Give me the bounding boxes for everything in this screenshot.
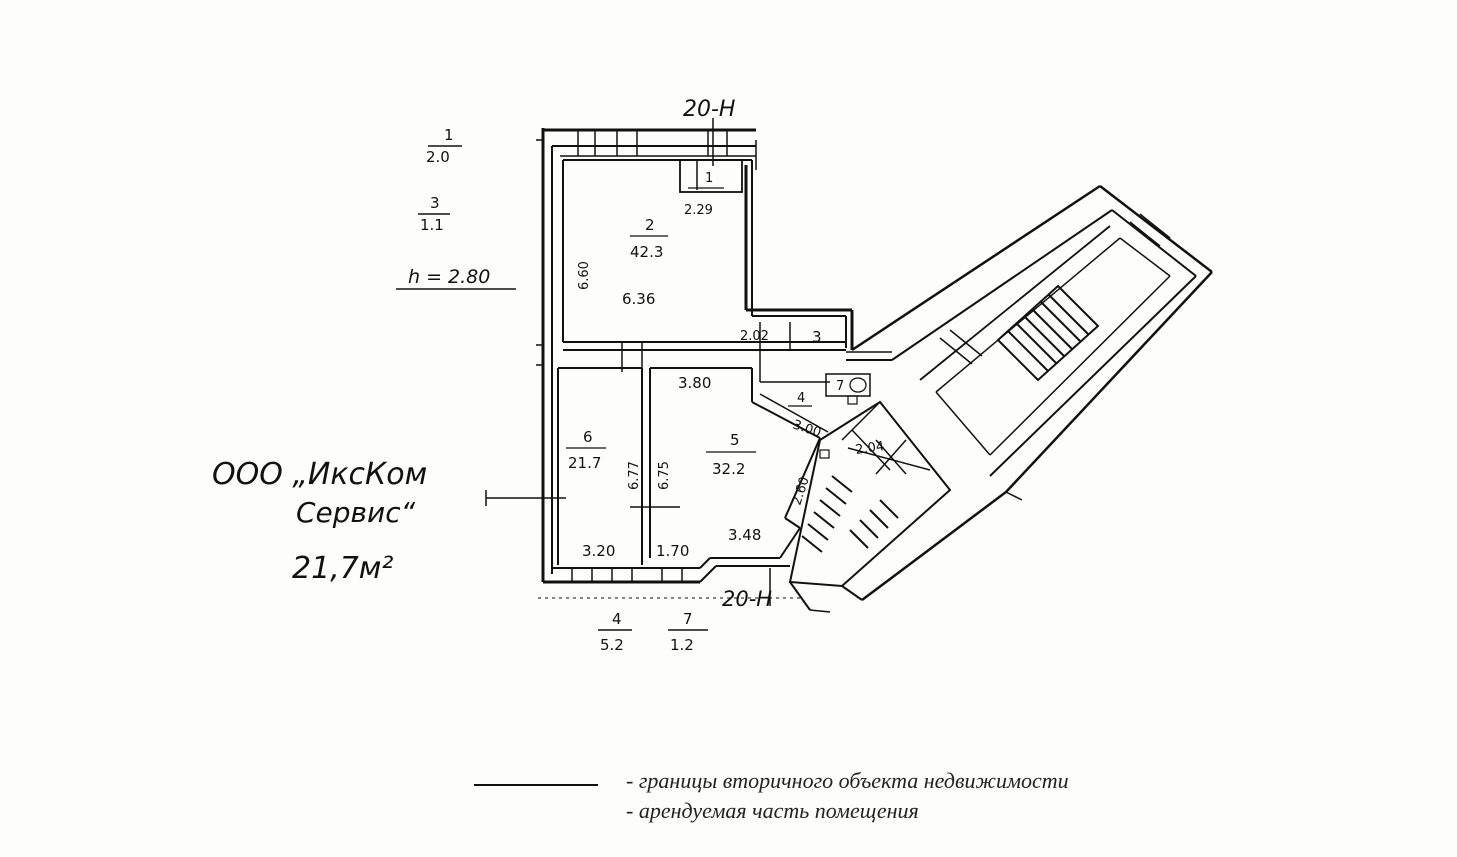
fraction-denominator: 5.2	[600, 636, 624, 654]
room-area: 32.2	[712, 460, 745, 478]
dimension-corridor-bottom: 1.70	[656, 542, 689, 560]
room-6-label: 6 21.7	[566, 428, 606, 472]
legend-item-label: - границы вторичного объекта недвижимост…	[626, 768, 1069, 793]
side-fraction-4: 4 5.2	[598, 610, 632, 654]
staircase-wing	[788, 184, 1213, 613]
legend-item-label: - арендуемая часть помещения	[626, 798, 919, 823]
tenant-note: ООО „ИксКом Сервис“ 21,7м²	[212, 457, 566, 586]
room-number: 1	[705, 171, 713, 186]
fraction-denominator: 1.1	[420, 216, 444, 234]
room-number: 3	[812, 328, 822, 346]
room-number: 6	[583, 428, 593, 446]
room-4-label: 4 3.00	[788, 391, 823, 441]
room-5-label: 5 32.2	[706, 431, 756, 478]
tenant-note-line3: 21,7м²	[292, 551, 393, 586]
outer-walls	[536, 128, 800, 599]
room-3-label: 3 2.02	[740, 328, 822, 346]
fraction-denominator: 2.0	[426, 148, 450, 166]
side-fraction-7: 7 1.2	[668, 610, 708, 654]
fraction-numerator: 3	[430, 194, 440, 212]
dimension-room6-height: 6.77	[627, 461, 642, 490]
tenant-note-line1: ООО „ИксКом	[212, 457, 427, 492]
room-area: 3.00	[791, 418, 823, 441]
legend-item-boundary: - границы вторичного объекта недвижимост…	[470, 764, 1230, 794]
legend-item-rented: - арендуемая часть помещения	[470, 794, 1230, 824]
side-fraction-1: 1 2.0	[426, 126, 462, 166]
room-number: 5	[730, 431, 740, 449]
legend: - границы вторичного объекта недвижимост…	[470, 764, 1230, 824]
dimension-room6-bottom: 3.20	[582, 542, 615, 560]
room-number: 4	[797, 391, 805, 406]
dimension-room5-top: 3.80	[678, 374, 711, 392]
room-1-label: 1 2.29	[684, 171, 724, 218]
fraction-numerator: 4	[612, 610, 622, 628]
interior-walls	[557, 159, 892, 565]
room-number: 2	[645, 216, 655, 234]
section-mark-top-label: 20-Н	[683, 97, 735, 122]
height-note-text: h = 2.80	[408, 266, 490, 288]
room-area: 2.02	[740, 329, 769, 344]
room-area: 42.3	[630, 243, 663, 261]
dimension-room5-bottom: 3.48	[728, 526, 761, 544]
fraction-denominator: 1.2	[670, 636, 694, 654]
height-note: h = 2.80	[396, 266, 516, 290]
section-mark-bottom: 20-Н	[722, 568, 772, 611]
room-number: 7	[836, 379, 844, 394]
dimension-room5-left: 6.75	[657, 461, 672, 490]
section-mark-top: 20-Н	[683, 97, 735, 166]
dimension-room2-height: 6.60	[577, 261, 592, 290]
room-7-label: 7	[836, 379, 844, 394]
dimension-room2-width: 6.36	[622, 290, 655, 308]
side-fraction-3: 3 1.1	[418, 194, 450, 234]
dimension-stair-width: 2.04	[854, 439, 885, 458]
room-area: 2.29	[684, 203, 713, 218]
fraction-numerator: 1	[444, 126, 454, 144]
tenant-note-line2: Сервис“	[296, 496, 416, 529]
legend-line-marker	[474, 784, 598, 786]
section-mark-bottom-label: 20-Н	[722, 587, 772, 611]
fraction-numerator: 7	[683, 610, 693, 628]
room-area: 21.7	[568, 454, 601, 472]
dimension-labels: 6.60 6.36 3.80 6.77 6.75 3.48 2.60 3.20 …	[577, 261, 885, 560]
room-2-label: 2 42.3	[630, 216, 668, 261]
